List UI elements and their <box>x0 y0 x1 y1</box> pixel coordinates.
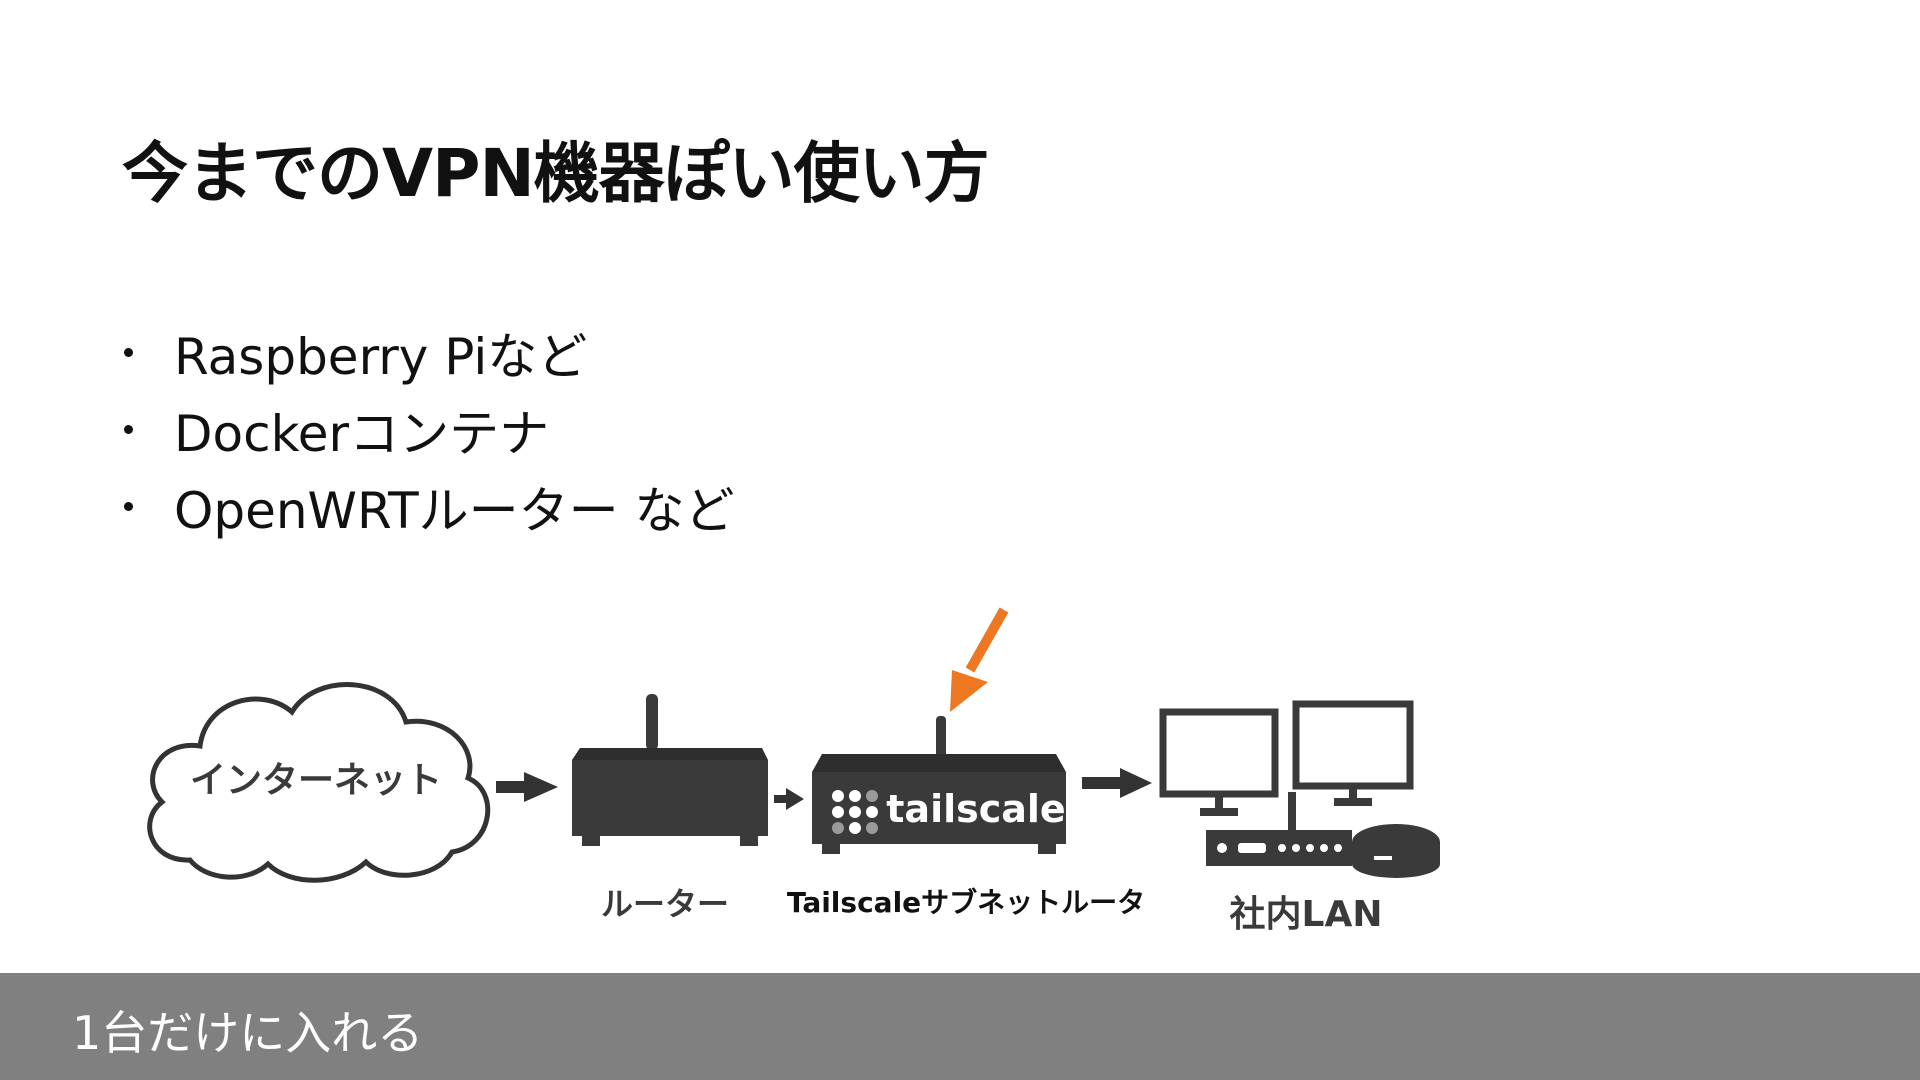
arrow-right-icon <box>774 788 804 810</box>
internet-cloud-icon: インターネット <box>147 682 491 883</box>
lan-label: 社内LAN <box>1230 894 1383 935</box>
footer-bar: 1台だけに入れる <box>0 973 1920 1080</box>
tailscale-device-icon: tailscale <box>812 716 1066 854</box>
network-diagram: インターネット ルーター <box>147 607 1440 935</box>
bullet-item: Raspberry Piなど <box>120 314 735 391</box>
lan-devices-icon <box>1159 700 1440 878</box>
bullet-item: Dockerコンテナ <box>120 391 735 468</box>
highlight-arrow-icon <box>950 607 1009 712</box>
arrow-right-icon <box>496 772 558 802</box>
bullet-text: Dockerコンテナ <box>174 404 550 463</box>
tailscale-logo-icon <box>832 790 878 834</box>
bullet-item: OpenWRTルーター など <box>120 468 735 545</box>
footer-text: 1台だけに入れる <box>72 1006 424 1060</box>
tailscale-label: Tailscaleサブネットルータ <box>787 886 1145 919</box>
internet-label: インターネット <box>190 760 442 801</box>
bullet-list: Raspberry Piなど Dockerコンテナ OpenWRTルーター など <box>120 314 735 545</box>
slide-title: 今までのVPN機器ぽい使い方 <box>122 135 990 212</box>
tailscale-logo-text: tailscale <box>886 787 1065 831</box>
bullet-text: OpenWRTルーター など <box>174 481 735 540</box>
arrow-right-icon <box>1082 768 1152 798</box>
bullet-dot-icon <box>124 502 133 511</box>
router-icon <box>572 694 768 846</box>
bullet-dot-icon <box>124 425 133 434</box>
bullet-dot-icon <box>124 348 133 357</box>
bullet-text: Raspberry Piなど <box>174 327 588 386</box>
router-label: ルーター <box>601 885 729 923</box>
